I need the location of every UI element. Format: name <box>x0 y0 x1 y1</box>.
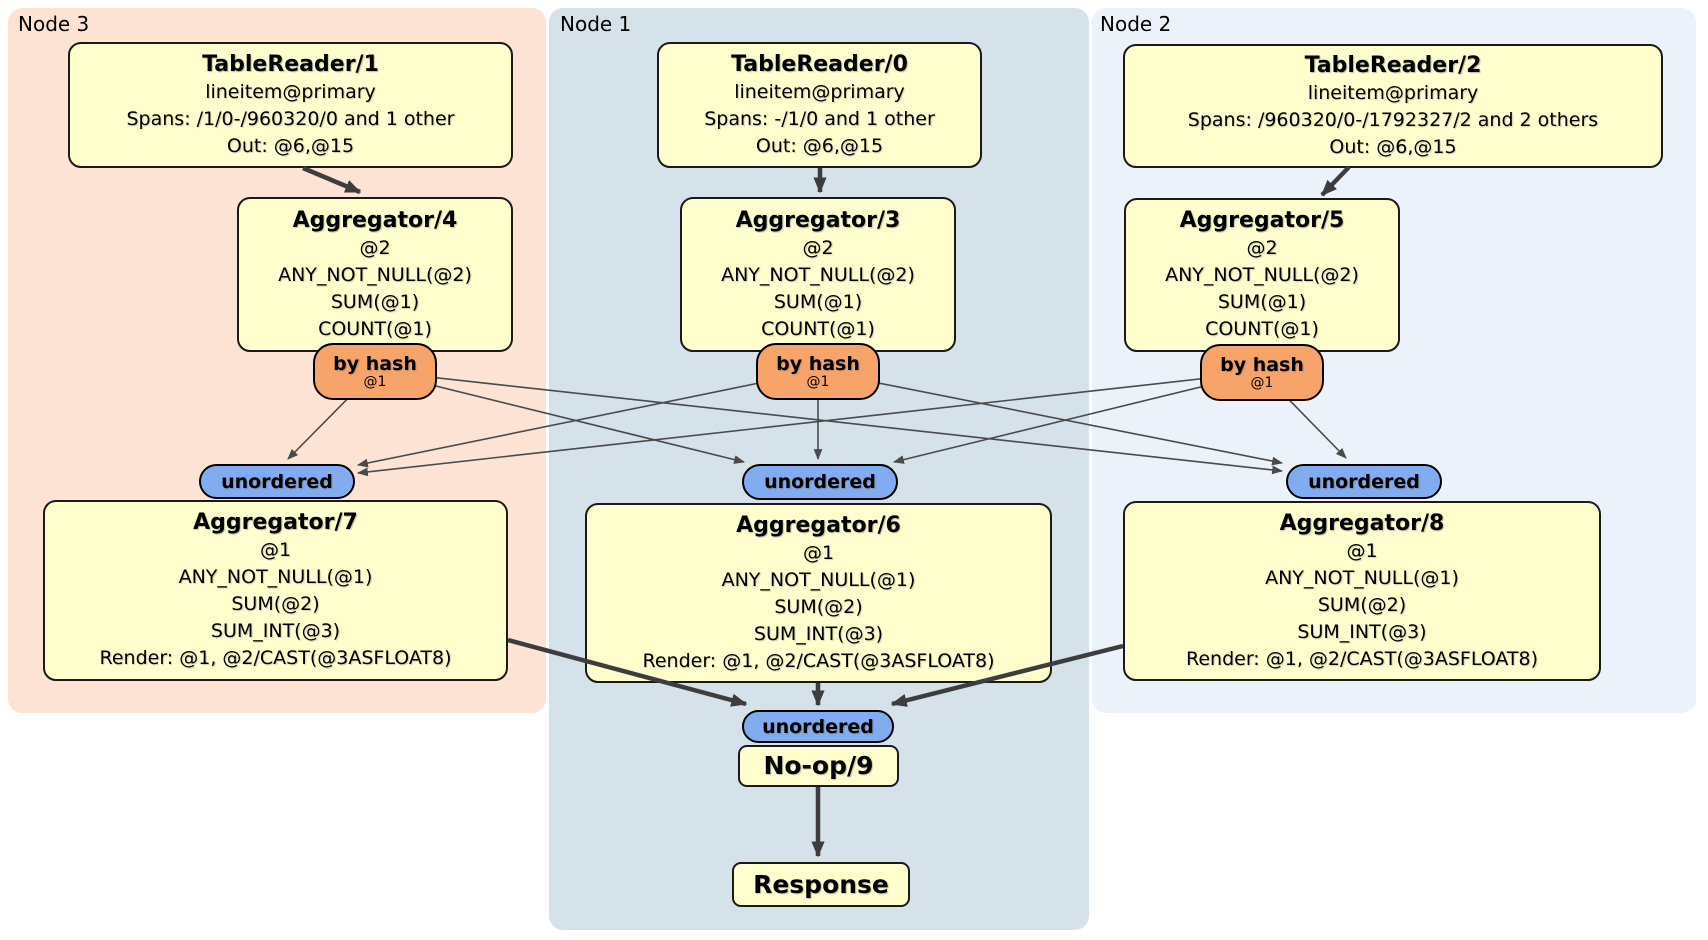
processor-tablereader-1: TableReader/1 lineitem@primary Spans: /1… <box>68 42 513 168</box>
processor-detail: ANY_NOT_NULL(@2) <box>1165 264 1359 286</box>
processor-detail: lineitem@primary <box>205 80 376 103</box>
processor-detail: Render: @1, @2/CAST(@3ASFLOAT8) <box>642 649 995 672</box>
processor-detail: Render: @1, @2/CAST(@3ASFLOAT8) <box>99 647 452 669</box>
processor-detail: SUM(@1) <box>773 290 863 313</box>
sync-unordered-7: unordered <box>199 464 355 499</box>
router-detail: @1 <box>1250 374 1274 391</box>
processor-title: Aggregator/3 <box>735 207 901 233</box>
processor-detail: ANY_NOT_NULL(@1) <box>178 566 373 588</box>
processor-detail: ANY_NOT_NULL(@1) <box>721 568 916 591</box>
processor-title: Aggregator/4 <box>292 207 458 233</box>
processor-noop-9: No-op/9 <box>738 745 899 787</box>
processor-detail: SUM(@2) <box>774 595 863 618</box>
processor-detail: SUM(@1) <box>330 290 420 313</box>
sync-label: unordered <box>221 470 333 493</box>
sync-unordered-6: unordered <box>742 464 898 500</box>
edge-aggregator8-final-unordered <box>890 643 1124 707</box>
edge-byhash3-unordered8 <box>817 370 1284 466</box>
processor-aggregator-7: Aggregator/7 @1 ANY_NOT_NULL(@1) SUM(@2)… <box>43 500 508 681</box>
processor-detail: lineitem@primary <box>1307 81 1479 104</box>
processor-detail: COUNT(@1) <box>318 317 432 340</box>
processor-detail: COUNT(@1) <box>1205 318 1319 340</box>
router-label: by hash <box>776 352 860 375</box>
sync-label: unordered <box>762 715 874 738</box>
processor-detail: SUM(@1) <box>1217 291 1307 313</box>
processor-detail: SUM_INT(@3) <box>1297 620 1427 643</box>
router-by-hash-5: by hash @1 <box>1200 344 1324 401</box>
edge-byhash3-unordered7 <box>356 370 819 468</box>
response-node: Response <box>732 862 910 907</box>
processor-detail: COUNT(@1) <box>761 317 875 340</box>
region-label-node3: Node 3 <box>18 12 90 36</box>
router-detail: @1 <box>806 373 830 390</box>
processor-title: TableReader/1 <box>202 51 379 77</box>
processor-detail: SUM_INT(@3) <box>753 622 884 645</box>
processor-detail: ANY_NOT_NULL(@2) <box>278 263 472 286</box>
sync-unordered-final: unordered <box>742 710 894 743</box>
processor-detail: ANY_NOT_NULL(@2) <box>721 263 915 286</box>
processor-detail: SUM(@2) <box>1317 593 1407 616</box>
processor-detail: @1 <box>1346 539 1378 562</box>
processor-aggregator-4: Aggregator/4 @2 ANY_NOT_NULL(@2) SUM(@1)… <box>237 197 513 352</box>
region-label-node2: Node 2 <box>1100 12 1172 36</box>
edge-byhash5-unordered7 <box>356 371 1263 477</box>
processor-detail: @1 <box>259 539 292 561</box>
processor-detail: Spans: /960320/0-/1792327/2 and 2 others <box>1187 108 1599 131</box>
response-title: Response <box>753 869 889 899</box>
processor-aggregator-5: Aggregator/5 @2 ANY_NOT_NULL(@2) SUM(@1)… <box>1124 198 1400 352</box>
edge-byhash4-unordered6 <box>374 370 746 464</box>
processor-detail: Out: @6,@15 <box>1329 135 1457 158</box>
processor-detail: @2 <box>359 236 391 259</box>
processor-title: Aggregator/8 <box>1279 510 1445 536</box>
processor-detail: Out: @6,@15 <box>226 134 355 157</box>
processor-title: Aggregator/5 <box>1179 208 1345 233</box>
sync-label: unordered <box>1308 470 1420 493</box>
processor-detail: SUM(@2) <box>231 593 320 615</box>
processor-aggregator-6: Aggregator/6 @1 ANY_NOT_NULL(@1) SUM(@2)… <box>585 503 1052 683</box>
region-label-node1: Node 1 <box>560 12 632 36</box>
processor-detail: ANY_NOT_NULL(@1) <box>1265 566 1459 589</box>
processor-aggregator-3: Aggregator/3 @2 ANY_NOT_NULL(@2) SUM(@1)… <box>680 197 956 352</box>
processor-title: TableReader/2 <box>1304 52 1482 78</box>
router-label: by hash <box>333 352 417 375</box>
router-label: by hash <box>1220 353 1304 376</box>
processor-aggregator-8: Aggregator/8 @1 ANY_NOT_NULL(@1) SUM(@2)… <box>1123 501 1601 681</box>
processor-title: TableReader/0 <box>731 51 908 77</box>
sync-unordered-8: unordered <box>1286 464 1442 499</box>
router-by-hash-4: by hash @1 <box>313 343 437 400</box>
processor-detail: @2 <box>1246 237 1278 259</box>
edge-tablereader2-aggregator5 <box>1320 165 1351 197</box>
processor-tablereader-2: TableReader/2 lineitem@primary Spans: /9… <box>1123 44 1663 168</box>
processor-detail: @1 <box>802 541 835 564</box>
processor-detail: Render: @1, @2/CAST(@3ASFLOAT8) <box>1186 647 1538 670</box>
processor-detail: @2 <box>802 236 834 259</box>
sync-label: unordered <box>764 471 876 493</box>
router-detail: @1 <box>363 373 387 390</box>
processor-title: Aggregator/7 <box>193 510 358 535</box>
edge-aggregator7-final-unordered <box>507 637 748 707</box>
processor-detail: Spans: /1/0-/960320/0 and 1 other <box>126 107 455 130</box>
processor-title: No-op/9 <box>763 751 874 780</box>
processor-detail: lineitem@primary <box>734 80 905 103</box>
router-by-hash-3: by hash @1 <box>756 343 880 400</box>
edge-tablereader1-aggregator4 <box>302 165 362 195</box>
processor-detail: Out: @6,@15 <box>755 134 884 157</box>
processor-detail: Spans: -/1/0 and 1 other <box>704 107 935 130</box>
processor-tablereader-0: TableReader/0 lineitem@primary Spans: -/… <box>657 42 982 168</box>
processor-title: Aggregator/6 <box>736 512 901 538</box>
processor-detail: SUM_INT(@3) <box>210 620 341 642</box>
